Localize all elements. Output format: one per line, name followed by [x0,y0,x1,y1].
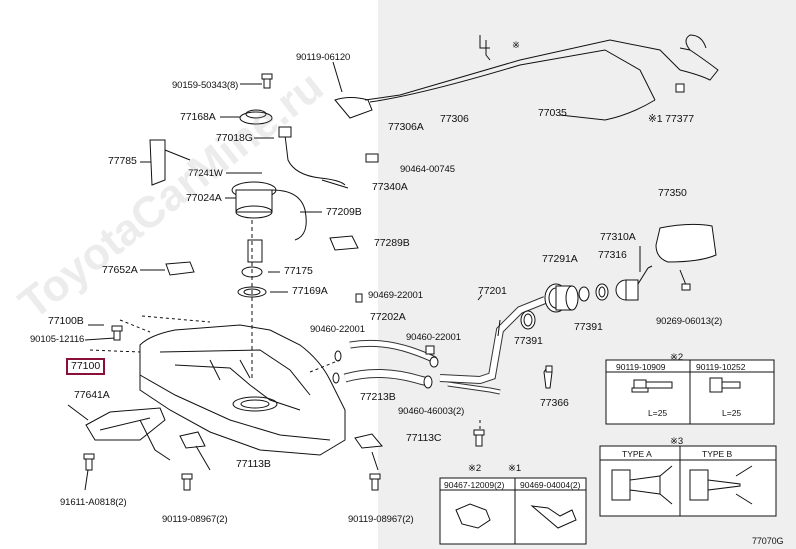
callout-label: 77113B [236,458,271,470]
callout-label: 90119-06120 [296,52,351,63]
note-mark: ※3 [670,436,684,447]
callout-label: 77391 [574,321,603,333]
callout-label: 90119-08967(2) [162,514,228,525]
callout-label: 90269-06013(2) [656,316,723,327]
callout-label: 77169A [292,285,328,297]
note-mark: ※1 [508,463,522,474]
callout-label: 77306 [440,113,469,125]
bolt-part-right: 90119-10252 [696,362,746,372]
callout-label: 77209B [326,206,362,218]
note-mark: ※2 [468,463,482,474]
bolt-dim-left: L=25 [648,408,668,418]
callout-label: 77168A [180,111,216,123]
callout-label: 77641A [74,389,110,401]
bolt-part-left: 90119-10909 [616,362,666,372]
callout-label: 90119-08967(2) [348,514,414,525]
drawing-lines [67,34,777,545]
callout-label: 77213B [360,391,396,403]
callout-label: 77018G [216,132,253,144]
callout-label: 77366 [540,397,569,409]
callout-label: 77100B [48,315,84,327]
callout-label: ※1 77377 [648,113,694,125]
callout-label: 77391 [514,335,543,347]
note-mark: ※2 [670,352,684,363]
type-b-label: TYPE B [702,449,733,459]
callout-label: 90159-50343(8) [172,80,239,91]
callout-label: 77306A [388,121,424,133]
callout-label: 90105-12116 [30,334,85,345]
note-mark: ※ [512,40,520,51]
callout-label: 77316 [598,249,627,261]
callout-label: 77035 [538,107,567,119]
clamp-part-left: 90467-12009(2) [444,480,505,490]
callout-label: 91611-A0818(2) [60,497,127,508]
callout-label: 90460-22001 [406,332,461,343]
type-a-label: TYPE A [622,449,652,459]
callout-label: 77024A [186,192,222,204]
callout-label: 77241W [188,168,223,179]
callout-label: 77785 [108,155,137,167]
callout-label: 90460-22001 [310,324,365,335]
callout-label: 77310A [600,231,636,243]
highlighted-part-label[interactable]: 77100 [66,358,106,375]
callout-label: 77201 [478,285,507,297]
callout-label: 90460-46003(2) [398,406,465,417]
callout-label: 77652A [102,264,138,276]
callout-label: 77113C [406,432,442,444]
callout-label: 77291A [542,253,578,265]
callout-label: 77289B [374,237,410,249]
clamp-part-right: 90469-04004(2) [520,480,581,490]
callout-label: 77202A [370,311,406,323]
callout-label: 77340A [372,181,408,193]
callout-label: 77175 [284,265,313,277]
callout-label: 90464-00745 [400,164,455,175]
callout-label: 77350 [658,187,687,199]
bolt-dim-right: L=25 [722,408,742,418]
callout-label: 90469-22001 [368,290,423,301]
diagram-id: 77070G [752,536,784,546]
